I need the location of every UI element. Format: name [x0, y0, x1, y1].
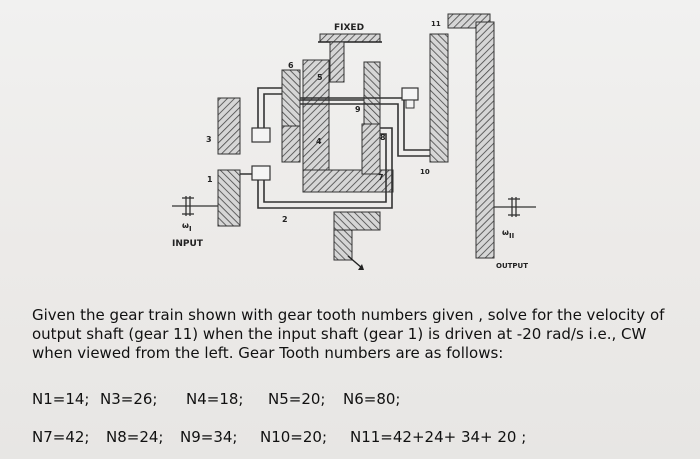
label-omega-out: ω: [502, 228, 509, 237]
label-gear-7: 7: [378, 173, 384, 182]
tooth-row-1-n5: N5=20;: [268, 390, 326, 408]
gear-11: [447, 13, 495, 259]
gear-7: [333, 211, 381, 261]
tooth-row-2-n10: N10=20;: [260, 428, 328, 446]
fixed-ground: [318, 33, 382, 43]
bearings: [251, 87, 419, 181]
gear-6: [302, 41, 394, 193]
label-fixed: FIXED: [334, 23, 364, 33]
label-gear-11: 11: [431, 20, 441, 28]
tooth-row-1-n6: N6=80;: [343, 390, 401, 408]
label-omega-in: ω: [182, 221, 189, 230]
tooth-row-2-n9: N9=34;: [180, 428, 238, 446]
label-omega-out-sub: II: [509, 232, 514, 240]
gear-10: [429, 33, 449, 163]
tooth-row-1-n4: N4=18;: [186, 390, 244, 408]
gear-8: [361, 123, 381, 175]
label-gear-4: 4: [316, 137, 322, 146]
tooth-row-2-n11: N11=42+24+ 34+ 20 ;: [350, 428, 527, 446]
label-gear-8: 8: [380, 133, 386, 142]
label-gear-2: 2: [282, 215, 288, 224]
label-input: INPUT: [172, 239, 204, 249]
label-gear-10: 10: [420, 168, 430, 176]
input-shaft: [172, 196, 218, 216]
label-gear-1: 1: [207, 175, 213, 184]
label-omega-in-sub: I: [189, 225, 192, 233]
label-gear-9: 9: [355, 105, 361, 114]
tooth-row-1-n3: N3=26;: [100, 390, 158, 408]
gear-5: [281, 69, 301, 127]
problem-statement: Given the gear train shown with gear too…: [32, 306, 665, 362]
label-output: OUTPUT: [496, 262, 528, 270]
tooth-row-2-n8: N8=24;: [106, 428, 164, 446]
tooth-row-2-n7: N7=42;: [32, 428, 90, 446]
gear-4: [281, 125, 301, 163]
rotation-arrow-icon: [347, 255, 364, 270]
gear-9: [363, 61, 381, 125]
label-gear-5: 5: [317, 73, 323, 82]
gear-3: [217, 97, 241, 155]
label-gear-6: 6: [288, 61, 294, 70]
label-gear-3: 3: [206, 135, 212, 144]
tooth-row-1-n1: N1=14;: [32, 390, 90, 408]
gear-train-diagram: FIXED INPUT OUTPUT ω I ω II 1 2 3 4 5 6 …: [172, 13, 536, 270]
output-shaft: [494, 197, 536, 217]
gear-1: [217, 169, 241, 227]
